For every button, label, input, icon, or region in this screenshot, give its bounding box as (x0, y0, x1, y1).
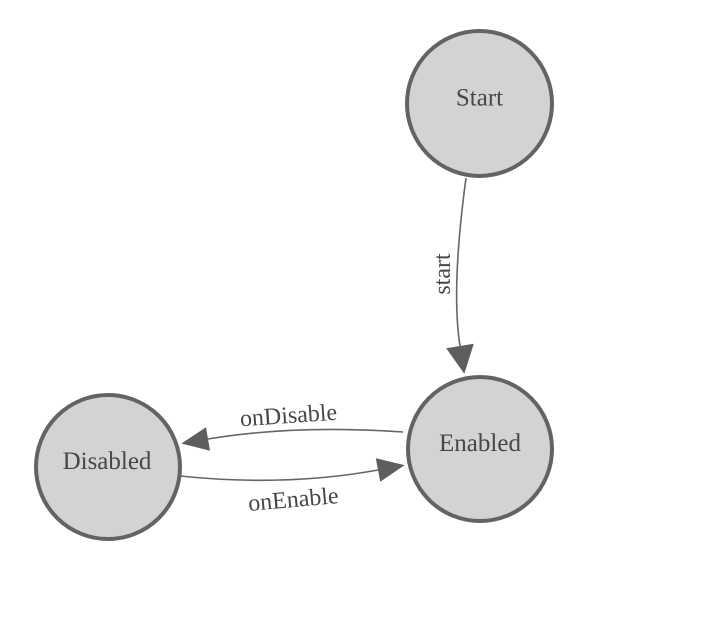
transition-start-line (455, 177, 467, 347)
transition-onenable: onEnable (179, 458, 405, 517)
transition-onenable-label: onEnable (247, 483, 340, 517)
state-node-start-circle[interactable] (405, 29, 554, 178)
transition-start-label: start (430, 253, 456, 295)
arrowhead-icon (446, 343, 474, 374)
state-node-start-label: Start (456, 85, 503, 112)
state-node-start[interactable]: Start (405, 29, 554, 178)
transition-ondisable: onDisable (181, 400, 404, 451)
state-node-disabled[interactable]: Disabled (34, 393, 182, 541)
transition-ondisable-label: onDisable (239, 400, 338, 433)
arrowhead-icon (181, 427, 210, 451)
state-node-disabled-circle[interactable] (34, 393, 182, 541)
state-node-disabled-label: Disabled (63, 448, 152, 475)
transition-start: start (430, 177, 474, 374)
state-node-enabled-circle[interactable] (406, 375, 554, 523)
state-node-enabled-label: Enabled (439, 430, 521, 457)
transition-ondisable-line (207, 428, 404, 440)
state-node-enabled[interactable]: Enabled (406, 375, 554, 523)
transition-onenable-line (179, 469, 379, 482)
arrowhead-icon (375, 458, 405, 482)
